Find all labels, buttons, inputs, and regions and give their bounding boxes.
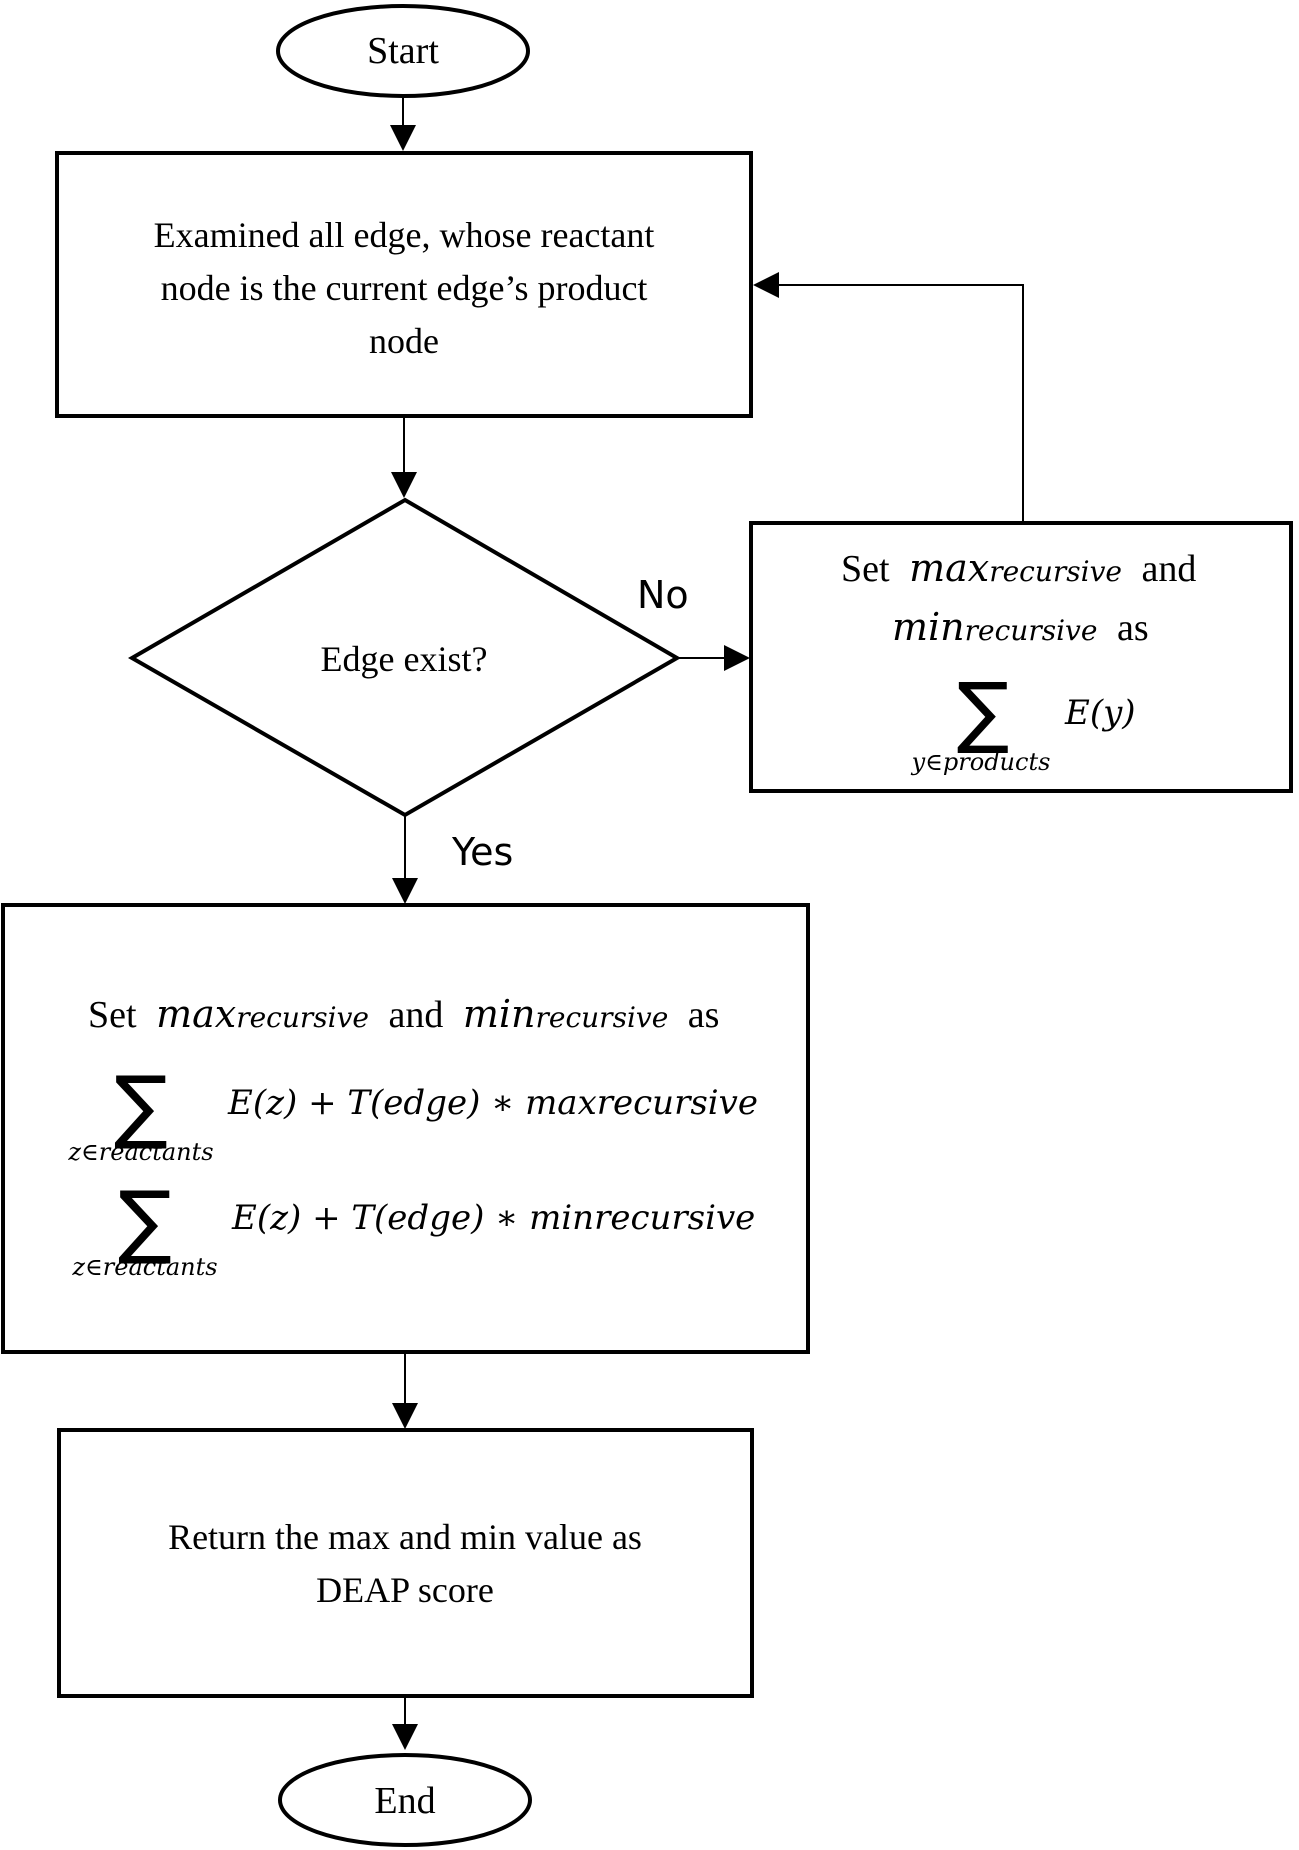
yes-set-word: Set <box>88 994 137 1036</box>
arrow-yes-box-to-return <box>392 1354 418 1429</box>
yes-max-main: max <box>156 992 236 1036</box>
no-min-sub: recursive <box>965 614 1098 647</box>
yes-label: Yes <box>451 830 513 874</box>
arrow-examine-to-decision <box>391 418 417 498</box>
no-as-word: as <box>1117 607 1149 649</box>
no-label: No <box>637 573 689 617</box>
yes-and-word: and <box>388 994 443 1036</box>
no-box-line1: Set maxrecursive and <box>841 546 1196 590</box>
arrow-decision-to-no-box <box>677 645 750 671</box>
examine-text-line3: node <box>369 321 439 361</box>
return-score-box <box>57 1428 754 1698</box>
arrow-loop-back-to-examine <box>753 272 1024 523</box>
examine-edges-box <box>55 151 753 418</box>
examine-text-line1: Examined all edge, whose reactant <box>154 215 655 255</box>
yes-as-word: as <box>688 994 720 1036</box>
no-sum-index: y∈products <box>911 748 1051 776</box>
yes-sum2-sigma: ∑ <box>118 1174 172 1267</box>
no-box-line2: minrecursive as <box>892 605 1149 649</box>
end-label: End <box>374 1780 435 1822</box>
arrow-start-to-examine <box>390 97 416 151</box>
yes-min-sub: recursive <box>536 1001 669 1034</box>
arrow-decision-to-yes-box <box>392 815 418 904</box>
return-text-line2: DEAP score <box>316 1570 494 1610</box>
yes-box-line1: Set maxrecursive and minrecursive as <box>88 992 719 1036</box>
yes-sum1-index: z∈reactants <box>67 1138 213 1166</box>
yes-min-main: min <box>463 992 536 1036</box>
set-reactants-box <box>1 903 810 1354</box>
start-label: Start <box>367 30 439 72</box>
no-max-sub: recursive <box>989 555 1122 588</box>
examine-text-line2: node is the current edge’s product <box>161 268 648 308</box>
arrow-return-to-end <box>392 1698 418 1750</box>
no-sum-sigma: ∑ <box>957 667 1010 757</box>
decision-label: Edge exist? <box>321 639 488 679</box>
yes-sum2-index: z∈reactants <box>71 1253 217 1281</box>
no-sum-term: E(y) <box>1064 693 1136 733</box>
no-and-word: and <box>1141 548 1196 590</box>
yes-max-sub: recursive <box>236 1001 369 1034</box>
end-terminal <box>278 1753 532 1847</box>
no-set-word: Set <box>841 548 890 590</box>
return-text-line1: Return the max and min value as <box>168 1517 642 1557</box>
set-products-box <box>749 521 1293 793</box>
yes-sum1-expr: E(z) + T(edge) ∗ maxrecursive <box>227 1083 758 1123</box>
yes-sum2-expr: E(z) + T(edge) ∗ minrecursive <box>231 1198 755 1238</box>
no-max-main: max <box>909 546 989 590</box>
no-min-main: min <box>892 605 965 649</box>
yes-sum1-sigma: ∑ <box>114 1059 168 1152</box>
start-terminal <box>276 4 530 98</box>
